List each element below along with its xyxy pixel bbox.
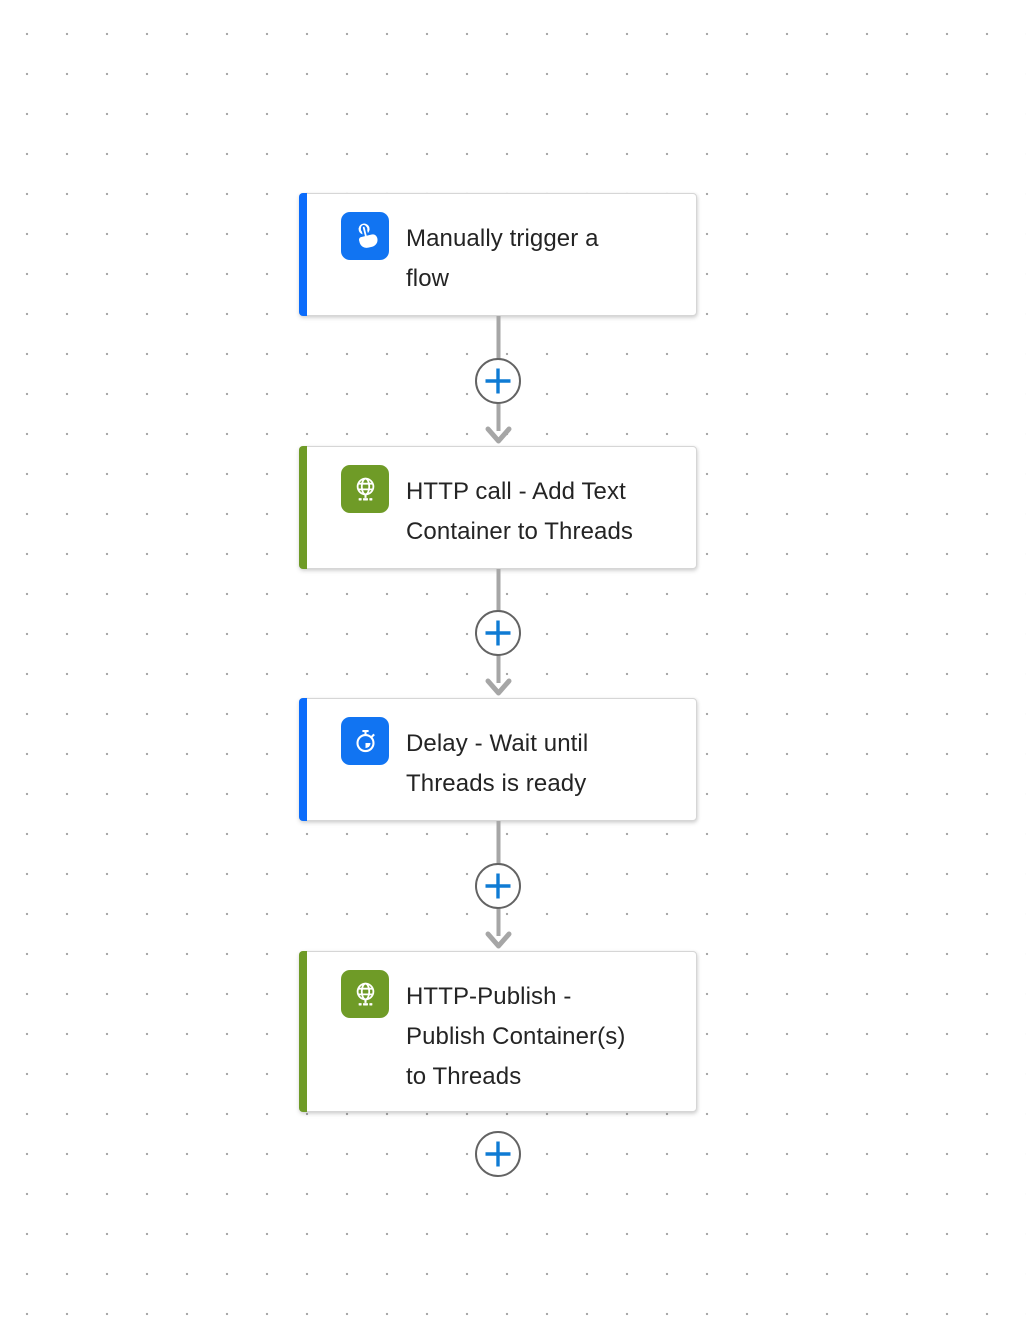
insert-step-button[interactable] [475, 1131, 521, 1177]
touch-icon [341, 212, 389, 260]
node-title: HTTP-Publish - Publish Container(s) to T… [406, 983, 626, 1090]
plus-icon [485, 620, 511, 646]
node-accent-bar [299, 446, 307, 569]
node-accent-bar [299, 193, 307, 316]
node-accent-bar [299, 951, 307, 1112]
globe-icon [341, 465, 389, 513]
flow-node-manual-trigger[interactable]: Manually trigger a flow [299, 193, 697, 316]
node-title: HTTP call - Add Text Container to Thread… [406, 478, 634, 545]
plus-icon [485, 1141, 511, 1167]
node-title: Delay - Wait until Threads is ready [406, 730, 589, 797]
plus-icon [485, 368, 511, 394]
node-accent-bar [299, 698, 307, 821]
insert-step-button[interactable] [475, 610, 521, 656]
flow-node-delay[interactable]: Delay - Wait until Threads is ready [299, 698, 697, 821]
flow-node-http-call[interactable]: HTTP call - Add Text Container to Thread… [299, 446, 697, 569]
plus-icon [485, 873, 511, 899]
flow-node-http-publish[interactable]: HTTP-Publish - Publish Container(s) to T… [299, 951, 697, 1112]
insert-step-button[interactable] [475, 358, 521, 404]
globe-icon [341, 970, 389, 1018]
timer-icon [341, 717, 389, 765]
node-title: Manually trigger a flow [406, 225, 599, 292]
insert-step-button[interactable] [475, 863, 521, 909]
